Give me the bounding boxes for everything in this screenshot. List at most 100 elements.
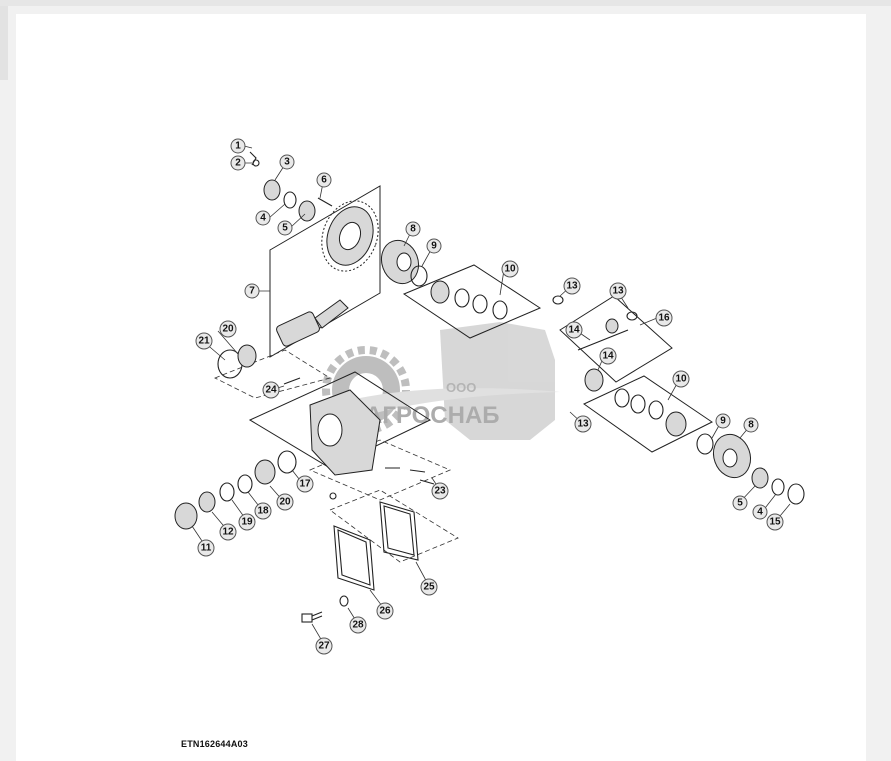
bearing-cup-5 — [298, 200, 316, 222]
side-gear-16 — [584, 368, 604, 392]
bolt-23-small — [329, 492, 337, 500]
callout-11: 11 — [197, 539, 215, 557]
shim-stack-10-upper — [430, 280, 508, 320]
shim-stack-10-lower — [614, 388, 687, 437]
washer-19 — [219, 482, 235, 502]
axle-housing — [309, 389, 381, 476]
callout-24: 24 — [262, 381, 280, 399]
callout-label: 15 — [769, 517, 781, 528]
gasket-26 — [333, 525, 375, 591]
cross-shaft-14 — [577, 329, 629, 351]
callout-label: 23 — [434, 486, 446, 497]
callout-label: 1 — [235, 141, 241, 152]
callout-label: 9 — [431, 241, 437, 252]
callout-label: 11 — [201, 543, 212, 554]
callout-13-c: 13 — [574, 415, 592, 433]
bolt-6 — [317, 197, 333, 207]
callout-label: 19 — [241, 517, 253, 528]
nut-2 — [252, 159, 260, 167]
callout-20-lower: 20 — [276, 493, 294, 511]
nut-12 — [198, 491, 216, 513]
callout-label: 5 — [282, 223, 288, 234]
callout-label: 12 — [222, 527, 234, 538]
washer-9-lower — [696, 433, 714, 455]
callout-20-upper: 20 — [219, 320, 237, 338]
callout-label: 24 — [265, 385, 277, 396]
callout-8-lower: 8 — [743, 417, 759, 433]
callout-label: 10 — [675, 374, 687, 385]
callout-label: 21 — [198, 336, 210, 347]
callout-3: 3 — [279, 154, 295, 170]
pinion-gear-14 — [605, 318, 619, 334]
lock-washer-28 — [339, 595, 349, 607]
pinion-shaft — [276, 299, 349, 347]
bearing-20-upper — [237, 344, 257, 368]
bolt-24 — [283, 377, 301, 385]
callout-label: 8 — [748, 420, 754, 431]
callout-12: 12 — [219, 523, 237, 541]
left-edge-strip — [0, 6, 8, 80]
callout-label: 3 — [284, 157, 290, 168]
callout-label: 28 — [352, 620, 364, 631]
callout-label: 13 — [566, 281, 578, 292]
watermark-prefix: ООО — [446, 380, 476, 395]
callout-label: 2 — [235, 158, 241, 169]
callout-2: 2 — [230, 155, 246, 171]
bearing-cone-3 — [263, 179, 281, 201]
bearing-20-lower — [254, 459, 276, 485]
differential-shim-frame-upper — [402, 264, 542, 339]
watermark-swoosh — [330, 388, 560, 420]
watermark-logo: ООО АГРОСНАБ — [322, 322, 560, 440]
callout-label: 20 — [222, 324, 234, 335]
shim-4-lower — [771, 478, 785, 496]
ring-gear — [321, 200, 379, 272]
callout-23: 23 — [431, 482, 449, 500]
callout-label: 7 — [249, 286, 255, 297]
watermark-tractor-icon — [440, 322, 555, 440]
callout-label: 13 — [577, 419, 589, 430]
cover-plate-25 — [379, 501, 419, 561]
callout-10: 10 — [501, 260, 519, 278]
bearing-cone-15 — [787, 483, 805, 505]
callout-label: 14 — [602, 351, 614, 362]
spider-gear-frame — [559, 295, 673, 383]
washer-9-upper — [410, 265, 428, 287]
differential-case-8-lower — [712, 433, 752, 479]
callout-5: 5 — [277, 220, 293, 236]
callout-label: 6 — [321, 175, 327, 186]
callout-label: 4 — [757, 507, 763, 518]
callout-21: 21 — [195, 332, 213, 350]
callout-13-b: 13 — [609, 282, 627, 300]
differential-case-8-upper — [380, 239, 420, 285]
callout-label: 27 — [318, 641, 330, 652]
callout-label: 26 — [379, 606, 391, 617]
housing-frame — [248, 371, 432, 469]
callout-10-lower: 10 — [672, 370, 690, 388]
callout-17: 17 — [296, 475, 314, 493]
content-panel — [16, 14, 866, 761]
thrust-washer-13-b — [626, 311, 638, 321]
shim-18 — [237, 474, 253, 494]
callout-6: 6 — [316, 172, 332, 188]
bolts-23 — [385, 467, 435, 485]
callout-label: 14 — [568, 325, 580, 336]
callout-9-lower: 9 — [715, 413, 731, 429]
cover-dash-group — [329, 489, 459, 563]
callout-label: 18 — [257, 506, 269, 517]
bearing-cup-5-lower — [751, 467, 769, 489]
callout-9: 9 — [426, 238, 442, 254]
callout-25: 25 — [420, 578, 438, 596]
callout-8: 8 — [405, 221, 421, 237]
callout-14-a: 14 — [565, 321, 583, 339]
shim-4 — [283, 191, 297, 209]
pinion-assembly-frame — [269, 185, 381, 358]
callout-26: 26 — [376, 602, 394, 620]
thrust-washer-13-a — [552, 295, 564, 305]
callout-15: 15 — [766, 513, 784, 531]
callout-7: 7 — [244, 283, 260, 299]
callout-label: 13 — [612, 286, 624, 297]
callout-4: 4 — [255, 210, 271, 226]
differential-shim-frame-lower — [583, 375, 713, 453]
callout-label: 20 — [279, 497, 291, 508]
